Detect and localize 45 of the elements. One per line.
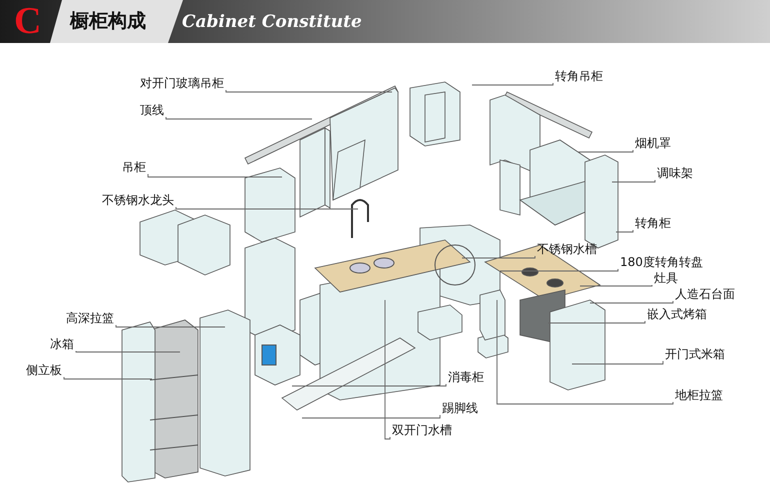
leader-line <box>64 376 152 380</box>
callout-label: 转角柜 <box>633 216 673 230</box>
leader-line <box>578 150 634 152</box>
callout-label: 顶线 <box>138 103 166 117</box>
callout-label: 烟机罩 <box>633 136 673 150</box>
leader-line <box>76 350 180 352</box>
callout-label: 不锈钢水槽 <box>535 242 599 256</box>
leader-line <box>496 300 674 404</box>
section-letter: C <box>14 0 42 43</box>
callout-label: 冰箱 <box>48 337 76 351</box>
callout-label: 人造石台面 <box>673 287 737 301</box>
leader-line <box>226 90 392 92</box>
leader-line <box>302 414 440 418</box>
title: 橱柜构成 <box>70 10 146 32</box>
leader-line <box>472 82 554 86</box>
leader-line <box>500 268 618 272</box>
leader-line <box>176 206 358 210</box>
callout-label: 高深拉篮 <box>64 311 116 325</box>
callout-label: 转角吊柜 <box>553 69 605 83</box>
leader-line <box>580 284 652 286</box>
callout-label: 踢脚线 <box>440 401 480 415</box>
leader-line <box>462 256 536 258</box>
callout-label: 调味架 <box>655 166 695 180</box>
leader-line <box>616 230 634 232</box>
callout-label: 双开门水槽 <box>390 423 454 437</box>
callout-label: 地柜拉篮 <box>673 388 725 402</box>
leader-line <box>590 300 674 304</box>
leader-line <box>292 384 446 386</box>
callout-label: 灶具 <box>652 271 680 285</box>
callout-label: 吊柜 <box>120 160 148 174</box>
callout-label: 开门式米箱 <box>663 347 727 361</box>
leader-line <box>166 116 312 120</box>
callout-label: 侧立板 <box>24 363 64 377</box>
leader-line <box>148 174 282 178</box>
leader-line <box>548 320 646 324</box>
callout-label: 嵌入式烤箱 <box>645 307 709 321</box>
callout-label: 不锈钢水龙头 <box>100 193 176 207</box>
callout-label: 消毒柜 <box>446 370 486 384</box>
leader-line <box>384 300 390 440</box>
callout-label: 180度转角转盘 <box>618 255 705 269</box>
subtitle: Cabinet Constitute <box>182 12 362 32</box>
leader-line <box>116 324 226 328</box>
leader-line <box>572 360 664 364</box>
callout-label: 对开门玻璃吊柜 <box>138 76 226 90</box>
leader-line <box>612 180 656 182</box>
